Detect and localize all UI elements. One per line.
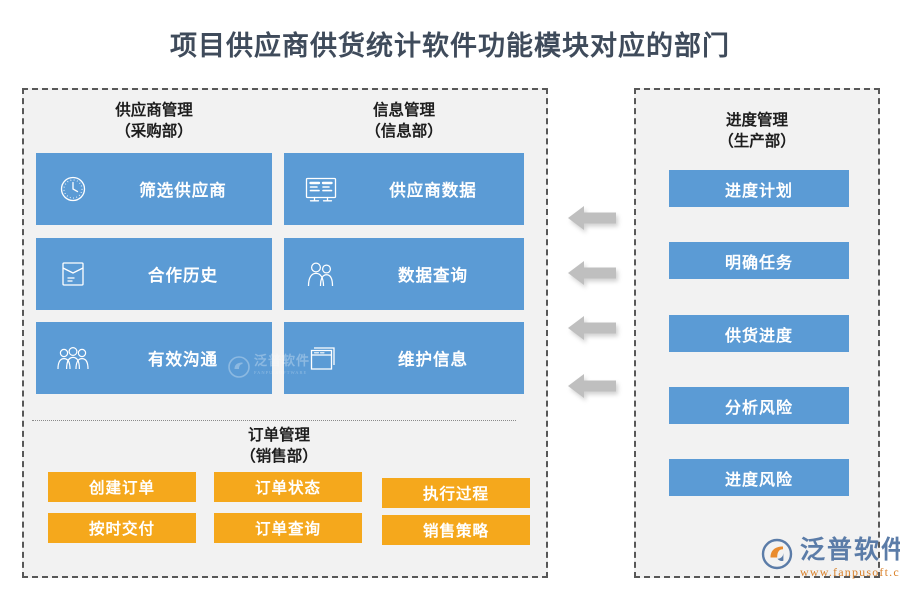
arrow-left-icon	[568, 313, 616, 343]
envelope-icon	[36, 259, 110, 289]
module-box-supplier-data[interactable]: 供应商数据	[284, 153, 524, 225]
module-label: 筛选供应商	[139, 181, 227, 200]
progress-button-analyze-risk[interactable]: 分析风险	[669, 387, 849, 424]
order-button-create-order[interactable]: 创建订单	[48, 472, 196, 502]
group-heading-info-department: （信息部）	[365, 123, 443, 140]
module-label: 供应商数据	[389, 181, 477, 200]
module-box-cooperation-history[interactable]: 合作历史	[36, 238, 272, 310]
order-button-execution-process[interactable]: 执行过程	[382, 478, 530, 508]
order-button-sales-strategy[interactable]: 销售策略	[382, 515, 530, 545]
group-heading-order-department: （销售部）	[240, 448, 318, 465]
module-label: 合作历史	[148, 266, 218, 285]
group-heading-order-name: 订单管理	[247, 427, 310, 444]
module-box-data-query[interactable]: 数据查询	[284, 238, 524, 310]
module-label: 有效沟通	[148, 350, 218, 369]
group-heading-progress-department: （生产部）	[718, 133, 796, 150]
group-heading-info: 信息管理 （信息部）	[284, 100, 524, 142]
page-title: 项目供应商供货统计软件功能模块对应的部门	[170, 31, 730, 61]
module-label: 数据查询	[398, 266, 468, 285]
group-heading-progress: 进度管理 （生产部）	[646, 110, 868, 152]
order-button-on-time-delivery[interactable]: 按时交付	[48, 513, 196, 543]
order-section-separator	[32, 420, 516, 421]
group-heading-progress-name: 进度管理	[725, 112, 788, 129]
clock-icon	[36, 174, 110, 204]
people-group-icon	[36, 345, 110, 371]
order-button-order-status[interactable]: 订单状态	[214, 472, 362, 502]
group-heading-supplier-department: （采购部）	[115, 123, 193, 140]
group-heading-info-name: 信息管理	[372, 102, 435, 119]
group-heading-supplier: 供应商管理 （采购部）	[34, 100, 274, 142]
module-label: 维护信息	[398, 350, 468, 369]
arrow-left-icon	[568, 371, 616, 401]
arrow-left-icon	[568, 203, 616, 233]
order-button-order-query[interactable]: 订单查询	[214, 513, 362, 543]
module-box-effective-communication[interactable]: 有效沟通	[36, 322, 272, 394]
progress-button-supply-progress[interactable]: 供货进度	[669, 315, 849, 352]
progress-button-schedule-plan[interactable]: 进度计划	[669, 170, 849, 207]
progress-button-clarify-tasks[interactable]: 明确任务	[669, 242, 849, 279]
windows-icon	[284, 343, 358, 373]
id-card-icon	[284, 175, 358, 203]
module-box-filter-supplier[interactable]: 筛选供应商	[36, 153, 272, 225]
two-users-icon	[284, 260, 358, 288]
progress-button-schedule-risk[interactable]: 进度风险	[669, 459, 849, 496]
group-heading-order: 订单管理 （销售部）	[34, 425, 524, 467]
arrow-left-icon	[568, 258, 616, 288]
module-box-maintain-information[interactable]: 维护信息	[284, 322, 524, 394]
group-heading-supplier-name: 供应商管理	[115, 102, 193, 119]
